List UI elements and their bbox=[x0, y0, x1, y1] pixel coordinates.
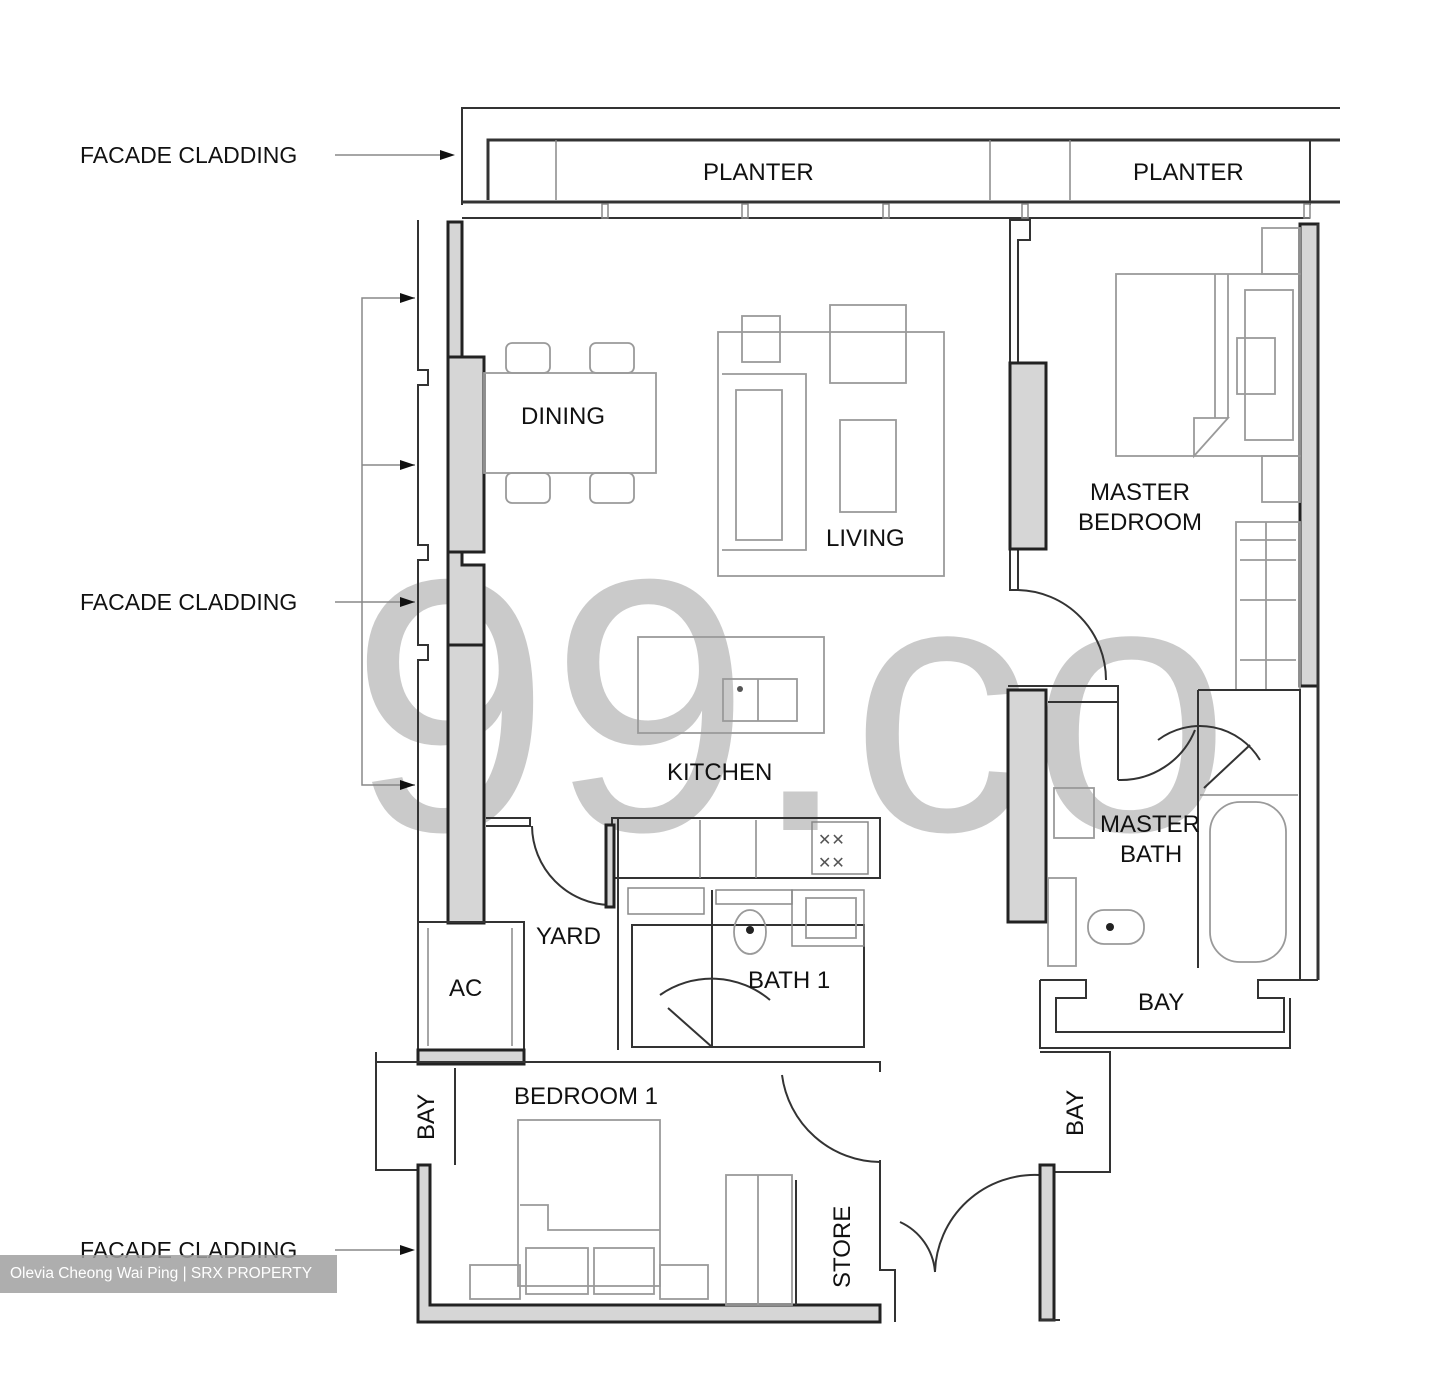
watermark: 99.co bbox=[350, 505, 1231, 907]
right-bay bbox=[1038, 1051, 1111, 1322]
bedroom-1 bbox=[375, 1052, 1041, 1324]
label-planter-1: PLANTER bbox=[703, 159, 814, 186]
kitchen-island bbox=[637, 636, 825, 734]
svg-text:✕✕: ✕✕ bbox=[818, 832, 845, 849]
label-ac: AC bbox=[449, 975, 482, 1002]
label-master-bath-line2: BATH bbox=[1120, 841, 1182, 868]
arrow-icon bbox=[335, 150, 455, 160]
living-furniture bbox=[717, 304, 945, 577]
label-bath-1: BATH 1 bbox=[748, 967, 830, 994]
planter-strip bbox=[461, 107, 1340, 219]
arrow-icon bbox=[335, 1245, 415, 1255]
label-planter-2: PLANTER bbox=[1133, 159, 1244, 186]
label-yard: YARD bbox=[536, 923, 601, 950]
label-kitchen: KITCHEN bbox=[667, 759, 772, 786]
label-bedroom-1: BEDROOM 1 bbox=[514, 1083, 658, 1110]
master-bath bbox=[1006, 685, 1318, 1049]
label-living: LIVING bbox=[826, 525, 905, 552]
label-master-bath-line1: MASTER bbox=[1100, 811, 1200, 838]
svg-text:✕✕: ✕✕ bbox=[818, 855, 845, 872]
label-bay-right: BAY bbox=[1062, 1090, 1089, 1136]
master-bedroom bbox=[1008, 219, 1320, 980]
photo-credit: Olevia Cheong Wai Ping | SRX PROPERTY bbox=[0, 1255, 337, 1293]
yard-ac-bath1 bbox=[416, 817, 865, 1066]
label-dining: DINING bbox=[521, 403, 605, 430]
label-facade-mid: FACADE CLADDING bbox=[80, 589, 297, 615]
label-master-bedroom-line2: BEDROOM bbox=[1078, 509, 1202, 536]
label-master-bedroom-line1: MASTER bbox=[1090, 479, 1190, 506]
dining-table bbox=[483, 342, 657, 504]
bracket-arrows bbox=[335, 293, 415, 790]
label-store: STORE bbox=[829, 1206, 856, 1288]
label-bay-left: BAY bbox=[413, 1094, 440, 1140]
label-facade-top: FACADE CLADDING bbox=[80, 142, 297, 168]
label-bay-master: BAY bbox=[1138, 989, 1184, 1016]
